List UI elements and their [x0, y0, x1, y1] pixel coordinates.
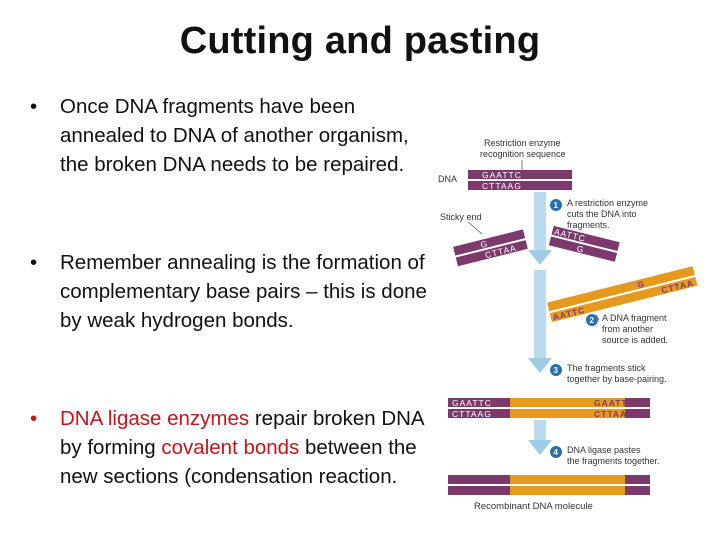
- dna-sequence-bottom: CTTAAG: [482, 181, 522, 191]
- sticky-end-label: Sticky end: [440, 212, 482, 222]
- dna-label: DNA: [438, 174, 457, 184]
- recognition-label: Restriction enzyme: [484, 138, 561, 148]
- joined-sequence: CTTAAG: [594, 409, 635, 419]
- step-4-text: the fragments together.: [567, 456, 660, 466]
- bullet-item: • Once DNA fragments have been annealed …: [30, 92, 430, 179]
- bullet-text: Remember annealing is the formation of c…: [60, 251, 427, 332]
- step-3-text: together by base-pairing.: [567, 374, 667, 384]
- slide-title: Cutting and pasting: [179, 20, 541, 62]
- cut-fragment-right: AATTC G: [548, 225, 620, 262]
- step-number: 2: [590, 316, 595, 325]
- bullet-text: between the new sections (condensation r…: [60, 436, 417, 488]
- fragment-sequence: G: [636, 279, 645, 290]
- recognition-label: recognition sequence: [480, 149, 566, 159]
- step-3-badge: [550, 364, 562, 376]
- joined-sequence: GAATTC: [452, 398, 492, 408]
- joined-sequence: GAATTC: [594, 398, 635, 408]
- step-1-text: fragments.: [567, 220, 610, 230]
- step-number: 3: [554, 366, 559, 375]
- bullet-emphasis-ligase: DNA ligase enzymes: [60, 407, 250, 430]
- bullet-marker: •: [30, 95, 38, 118]
- step-number: 4: [554, 448, 559, 457]
- process-arrow-shaft: [534, 192, 546, 252]
- step-2-badge: [586, 314, 598, 326]
- joined-sequence: CTTAAG: [452, 409, 492, 419]
- step-1-text: cuts the DNA into: [567, 209, 637, 219]
- process-arrow-shaft: [534, 270, 546, 360]
- step-4-badge: [550, 446, 562, 458]
- process-arrow-head: [528, 358, 552, 373]
- recombinant-dna-molecule: [448, 475, 650, 495]
- bullet-item: • Remember annealing is the formation of…: [30, 248, 430, 335]
- dna-strand-top: [468, 170, 572, 179]
- step-2-text: from another: [602, 324, 653, 334]
- step-1-badge: [550, 199, 562, 211]
- bullet-text: repair broken DNA by forming: [60, 407, 424, 459]
- fragment-sequence: G: [576, 243, 585, 254]
- bullet-marker: •: [30, 251, 38, 274]
- cut-fragment-left: G CTTAA: [453, 229, 528, 267]
- step-1-text: A restriction enzyme: [567, 198, 648, 208]
- recombinant-label: Recombinant DNA molecule: [474, 501, 593, 512]
- process-arrow-head: [528, 250, 552, 265]
- bullet-marker: •: [30, 407, 38, 430]
- base-paired-molecule: GAATTC CTTAAG GAATTC CTTAAG: [448, 398, 650, 419]
- bullet-item: • DNA ligase enzymes repair broken DNA b…: [30, 404, 430, 491]
- step-2-text: A DNA fragment: [602, 313, 667, 323]
- pointer-line: [467, 221, 483, 235]
- dna-strand-bottom: [468, 181, 572, 190]
- bullet-emphasis-covalent: covalent bonds: [161, 436, 300, 459]
- fragment-sequence: G: [479, 239, 488, 250]
- process-arrow-shaft: [534, 420, 546, 442]
- process-arrow-head: [528, 440, 552, 455]
- dna-sequence-top: GAATTC: [482, 170, 522, 180]
- step-4-text: DNA ligase pastes: [567, 445, 641, 455]
- restriction-enzyme-diagram: Restriction enzyme recognition sequence …: [438, 138, 698, 512]
- step-number: 1: [554, 201, 559, 210]
- bullet-text: Once DNA fragments have been annealed to…: [60, 95, 409, 176]
- step-2-text: source is added.: [602, 335, 668, 345]
- step-3-text: The fragments stick: [567, 363, 646, 373]
